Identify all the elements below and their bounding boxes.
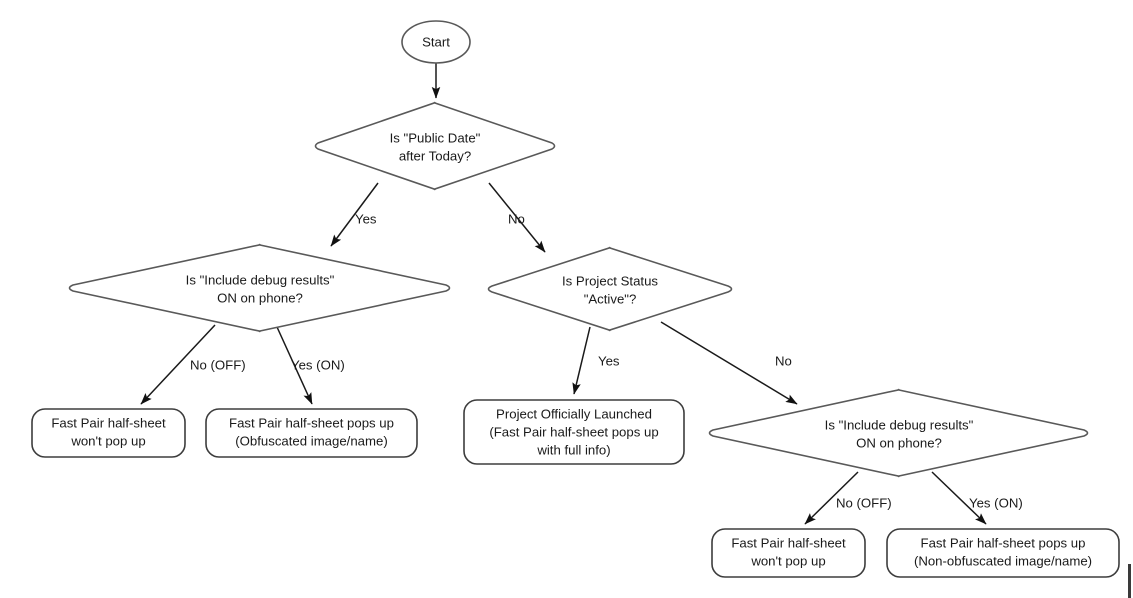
edge-right-debug-no: [804, 471, 859, 525]
debug-right-label-line1: Is "Include debug results": [825, 417, 974, 432]
project-status-label-line2: "Active"?: [584, 291, 637, 306]
node-terminal-launched[interactable]: Project Officially Launched (Fast Pair h…: [463, 399, 685, 465]
node-terminal-right-on[interactable]: Fast Pair half-sheet pops up (Non-obfusc…: [886, 528, 1120, 578]
edge-left-debug-no: [140, 324, 216, 405]
edge-public-date-no: [488, 182, 546, 253]
terminal-left-on-box: [205, 408, 418, 458]
edge-layer: [140, 63, 987, 525]
public-date-diamond: [314, 101, 556, 191]
edge-right-debug-yes: [931, 471, 987, 525]
start-ellipse: [401, 20, 471, 64]
start-label: Start: [422, 34, 450, 49]
terminal-left-on-line2: (Obfuscated image/name): [235, 433, 387, 448]
terminal-launched-line1: Project Officially Launched: [496, 406, 652, 421]
node-terminal-left-off[interactable]: Fast Pair half-sheet won't pop up: [31, 408, 186, 458]
edge-label-status-no: No: [775, 353, 792, 368]
terminal-right-off-box: [711, 528, 866, 578]
edge-status-no: [660, 321, 798, 405]
edge-label-status-yes: Yes: [598, 353, 620, 368]
terminal-right-off-line2: won't pop up: [750, 553, 825, 568]
node-decision-public-date[interactable]: Is "Public Date" after Today?: [314, 101, 556, 191]
edge-public-date-yes: [330, 182, 379, 247]
edge-label-right-yes-on: Yes (ON): [969, 495, 1023, 510]
edge-label-public-no: No: [508, 211, 525, 226]
debug-right-label-line2: ON on phone?: [856, 435, 942, 450]
debug-left-label-line1: Is "Include debug results": [186, 272, 335, 287]
terminal-left-off-line2: won't pop up: [70, 433, 145, 448]
terminal-right-on-line1: Fast Pair half-sheet pops up: [921, 535, 1086, 550]
node-terminal-right-off[interactable]: Fast Pair half-sheet won't pop up: [711, 528, 866, 578]
node-start[interactable]: Start: [401, 20, 471, 64]
edge-label-left-yes-on: Yes (ON): [291, 357, 345, 372]
node-decision-debug-left[interactable]: Is "Include debug results" ON on phone?: [68, 243, 451, 333]
project-status-diamond: [487, 246, 733, 332]
edge-label-right-no-off: No (OFF): [836, 495, 892, 510]
public-date-label-line2: after Today?: [399, 148, 471, 163]
edge-status-yes: [572, 326, 591, 395]
node-decision-project-status[interactable]: Is Project Status "Active"?: [487, 246, 733, 332]
terminal-right-off-line1: Fast Pair half-sheet: [731, 535, 846, 550]
terminal-launched-line2: (Fast Pair half-sheet pops up: [489, 424, 658, 439]
terminal-launched-line3: with full info): [536, 442, 610, 457]
edge-label-left-no-off: No (OFF): [190, 357, 246, 372]
node-decision-debug-right[interactable]: Is "Include debug results" ON on phone?: [708, 388, 1089, 478]
terminal-launched-box: [463, 399, 685, 465]
edge-label-public-yes: Yes: [355, 211, 377, 226]
node-terminal-left-on[interactable]: Fast Pair half-sheet pops up (Obfuscated…: [205, 408, 418, 458]
terminal-right-on-box: [886, 528, 1120, 578]
page-edge-artifact: [1128, 564, 1131, 598]
public-date-label-line1: Is "Public Date": [390, 130, 481, 145]
debug-left-label-line2: ON on phone?: [217, 290, 303, 305]
project-status-label-line1: Is Project Status: [562, 273, 658, 288]
debug-right-diamond: [708, 388, 1089, 478]
terminal-left-off-line1: Fast Pair half-sheet: [51, 415, 166, 430]
terminal-right-on-line2: (Non-obfuscated image/name): [914, 553, 1092, 568]
debug-left-diamond: [68, 243, 451, 333]
terminal-left-off-box: [31, 408, 186, 458]
edge-label-layer: Yes No No (OFF) Yes (ON) Yes No No (OFF)…: [190, 211, 1023, 510]
edge-left-debug-yes: [276, 326, 313, 405]
terminal-left-on-line1: Fast Pair half-sheet pops up: [229, 415, 394, 430]
